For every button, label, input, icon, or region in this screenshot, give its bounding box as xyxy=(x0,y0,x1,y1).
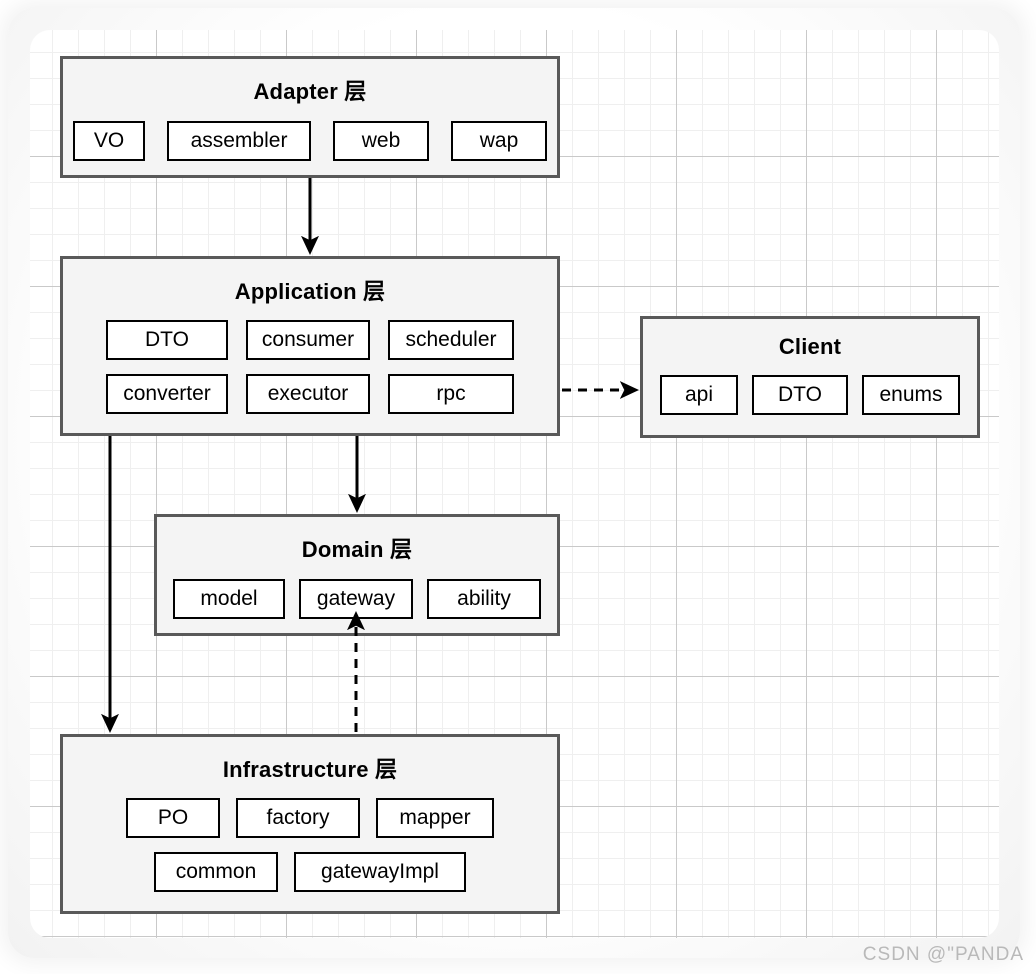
layer-client-row-0: api DTO enums xyxy=(643,375,977,415)
layer-domain[interactable]: Domain 层 model gateway ability xyxy=(154,514,560,636)
component-scheduler[interactable]: scheduler xyxy=(388,320,514,360)
layer-application-row-1: converter executor rpc xyxy=(63,374,557,414)
layer-adapter-title: Adapter 层 xyxy=(253,79,367,104)
layer-application-row-0: DTO consumer scheduler xyxy=(63,320,557,360)
component-executor[interactable]: executor xyxy=(246,374,370,414)
layer-client[interactable]: Client api DTO enums xyxy=(640,316,980,438)
layer-application-title: Application 层 xyxy=(234,279,386,304)
grid-canvas: Adapter 层 VO assembler web wap Applicati… xyxy=(30,30,999,938)
layer-adapter[interactable]: Adapter 层 VO assembler web wap xyxy=(60,56,560,178)
layer-domain-title: Domain 层 xyxy=(301,537,413,562)
component-gatewayimpl[interactable]: gatewayImpl xyxy=(294,852,466,892)
watermark-text: CSDN @"PANDA xyxy=(862,944,1024,965)
component-wap[interactable]: wap xyxy=(451,121,547,161)
layer-domain-row-0: model gateway ability xyxy=(157,579,557,619)
component-assembler[interactable]: assembler xyxy=(167,121,311,161)
layer-infrastructure-title: Infrastructure 层 xyxy=(222,757,398,782)
component-rpc[interactable]: rpc xyxy=(388,374,514,414)
component-po[interactable]: PO xyxy=(126,798,220,838)
layer-client-title: Client xyxy=(778,334,842,359)
component-enums[interactable]: enums xyxy=(862,375,960,415)
component-api[interactable]: api xyxy=(660,375,738,415)
component-model[interactable]: model xyxy=(173,579,285,619)
layer-infrastructure[interactable]: Infrastructure 层 PO factory mapper commo… xyxy=(60,734,560,914)
component-consumer[interactable]: consumer xyxy=(246,320,370,360)
component-vo[interactable]: VO xyxy=(73,121,145,161)
layer-infrastructure-row-1: common gatewayImpl xyxy=(63,852,557,892)
layer-application[interactable]: Application 层 DTO consumer scheduler con… xyxy=(60,256,560,436)
component-converter[interactable]: converter xyxy=(106,374,228,414)
component-web[interactable]: web xyxy=(333,121,429,161)
component-mapper[interactable]: mapper xyxy=(376,798,494,838)
component-client-dto[interactable]: DTO xyxy=(752,375,848,415)
component-common[interactable]: common xyxy=(154,852,278,892)
layer-infrastructure-row-0: PO factory mapper xyxy=(63,798,557,838)
component-dto[interactable]: DTO xyxy=(106,320,228,360)
layer-adapter-row-0: VO assembler web wap xyxy=(63,121,557,161)
component-ability[interactable]: ability xyxy=(427,579,541,619)
component-gateway[interactable]: gateway xyxy=(299,579,413,619)
component-factory[interactable]: factory xyxy=(236,798,360,838)
